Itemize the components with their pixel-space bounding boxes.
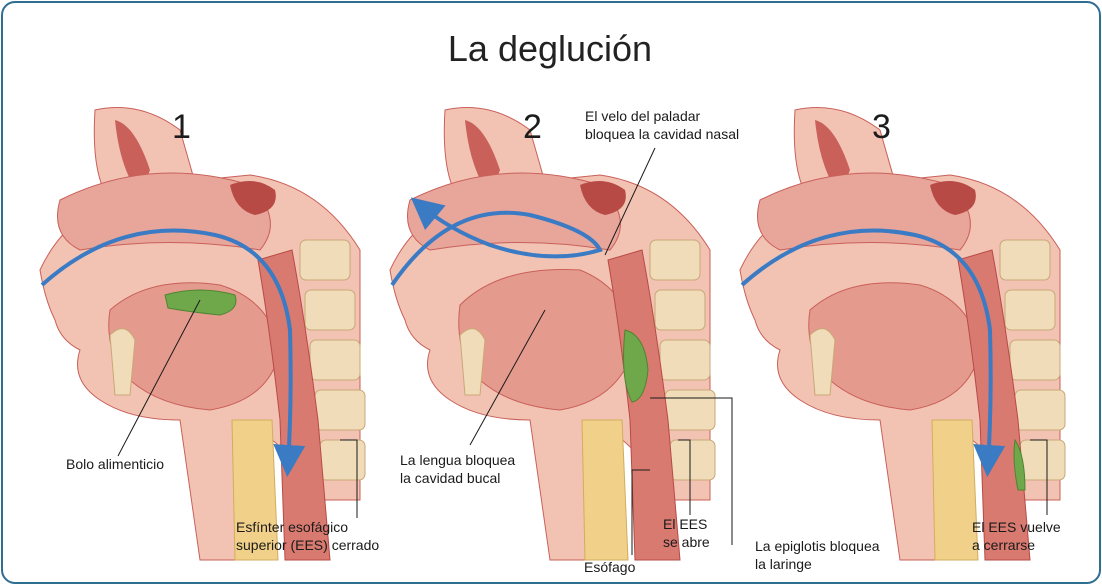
step-number-2: 2 — [523, 108, 542, 146]
head-section-2 — [389, 107, 716, 561]
label-velo-line1: El velo del paladar — [585, 108, 701, 124]
label-ees-cerrado-line1: Esfínter esofágico — [236, 519, 349, 535]
label-ees-cierra-line1: El EES vuelve — [972, 519, 1061, 535]
label-ees-cerrado-line2: superior (EES) cerrado — [236, 537, 380, 553]
diagram-title: La deglución — [447, 28, 653, 69]
label-lengua-line1: La lengua bloquea — [400, 452, 516, 468]
head-section-3 — [739, 107, 1066, 561]
step-number-3: 3 — [872, 108, 891, 146]
label-velo-line2: bloquea la cavidad nasal — [585, 126, 740, 142]
label-ees-abre-line1: El EES — [663, 516, 708, 532]
label-bolo-alimenticio: Bolo alimenticio — [66, 456, 165, 472]
label-epiglotis-line1: La epiglotis bloquea — [755, 538, 880, 554]
label-esofago: Esófago — [584, 559, 636, 575]
label-ees-cierra-line2: a cerrarse — [972, 537, 1036, 553]
head-section-1 — [39, 107, 366, 561]
step-number-1: 1 — [172, 108, 191, 146]
label-lengua-line2: la cavidad bucal — [400, 470, 501, 486]
leader-lines — [117, 147, 1048, 555]
label-epiglotis-line2: la laringe — [755, 556, 812, 572]
label-ees-abre-line2: se abre — [663, 534, 710, 550]
